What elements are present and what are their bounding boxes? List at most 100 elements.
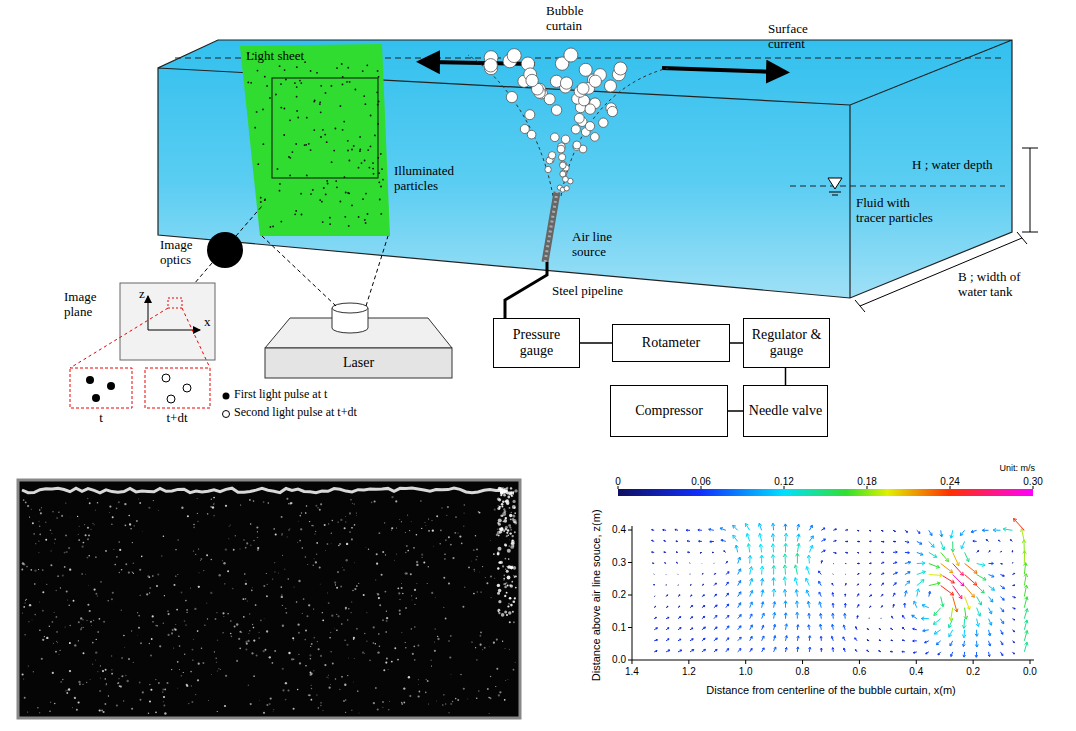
tracer-particle [367, 149, 369, 151]
velocity-vector [750, 590, 753, 596]
velocity-vector [714, 573, 716, 574]
photo-particle [461, 542, 463, 544]
process-box: Pressure gauge [493, 318, 580, 368]
photo-particle [54, 612, 55, 613]
velocity-vector [953, 552, 960, 565]
photo-particle [212, 506, 214, 508]
velocity-vector [760, 566, 764, 574]
photo-particle [139, 569, 141, 571]
photo-particle [313, 565, 314, 566]
part-label: Steel pipeline [552, 284, 623, 299]
photo-particle [195, 554, 196, 555]
tracer-particle [310, 70, 312, 72]
velocity-vector [1012, 608, 1015, 609]
photo-particle [190, 671, 192, 673]
photo-particle [299, 662, 301, 664]
velocity-vector [982, 529, 988, 532]
photo-particle [131, 570, 133, 572]
photo-particle [345, 607, 347, 609]
photo-particle [291, 658, 293, 660]
photo-particle [258, 637, 260, 639]
velocity-vector [702, 584, 704, 585]
velocity-vector [989, 575, 995, 578]
velocity-vector [808, 613, 811, 618]
tracer-particle [343, 121, 345, 123]
velocity-vector [794, 578, 798, 586]
velocity-vector [664, 540, 666, 541]
photo-particle [58, 653, 60, 655]
image-optics [207, 232, 243, 268]
photo-particle [125, 524, 127, 526]
photo-foam-bubble [509, 584, 511, 586]
photo-particle [90, 621, 92, 623]
velocity-vector [678, 617, 681, 619]
photo-particle [448, 582, 450, 584]
photo-particle [67, 599, 68, 600]
velocity-vector [951, 541, 955, 551]
tracer-particle [297, 117, 299, 119]
tracer-particle [380, 186, 382, 188]
laser-head-top [332, 303, 368, 313]
photo-particle [302, 613, 303, 614]
photo-particle [412, 653, 414, 655]
photo-particle [416, 564, 418, 566]
velocity-vector [1024, 574, 1028, 586]
photo-particle [341, 566, 343, 568]
photo-particle [162, 688, 164, 690]
photo-particle [193, 524, 195, 526]
photo-particle [49, 626, 50, 627]
photo-particle [490, 676, 491, 677]
photo-particle [141, 556, 143, 558]
photo-particle [64, 566, 66, 568]
photo-particle [89, 502, 91, 504]
photo-particle [376, 563, 378, 565]
tracer-particle [277, 168, 279, 170]
photo-particle [245, 648, 247, 650]
photo-foam-bubble [510, 585, 513, 588]
tracer-particle [300, 82, 302, 84]
tracer-particle [280, 221, 282, 223]
photo-particle [78, 681, 80, 683]
photo-particle [263, 585, 265, 587]
photo-particle [206, 602, 207, 603]
photo-particle [345, 516, 346, 517]
photo-particle [270, 697, 272, 699]
photo-particle [496, 668, 498, 670]
photo-particle [179, 669, 181, 671]
velocity-vector [735, 545, 739, 552]
photo-particle [66, 689, 68, 691]
tracer-particle [358, 167, 360, 169]
tracer-particle [295, 210, 297, 212]
velocity-vector [1000, 563, 1002, 564]
photo-particle [482, 649, 484, 651]
photo-particle [39, 533, 41, 535]
photo-particle [399, 613, 401, 615]
velocity-vector [821, 528, 825, 530]
photo-particles [21, 487, 517, 715]
photo-particle [265, 649, 267, 651]
velocity-vector [953, 575, 964, 586]
velocity-vector [666, 628, 669, 630]
photo-particle [339, 689, 340, 690]
photo-foam-bubble [505, 569, 506, 570]
photo-particle [245, 580, 247, 582]
velocity-vector [663, 529, 666, 531]
velocity-vector [833, 529, 836, 531]
tracer-particle [381, 168, 383, 170]
photo-particle [93, 588, 95, 590]
photo-particle [248, 684, 249, 685]
velocity-vector [701, 563, 702, 564]
photo-particle [119, 549, 121, 551]
photo-particle [310, 673, 312, 675]
photo-particle [320, 702, 321, 703]
photo-particle [488, 646, 490, 648]
photo-particle [353, 657, 355, 659]
velocity-vector [762, 648, 765, 652]
velocity-vector [714, 638, 717, 641]
velocity-vector [738, 626, 741, 630]
velocity-vector [676, 541, 678, 542]
photo-particle [77, 516, 78, 517]
velocity-vector [654, 651, 657, 652]
velocity-vector [929, 541, 934, 547]
photo-particle [336, 614, 337, 615]
